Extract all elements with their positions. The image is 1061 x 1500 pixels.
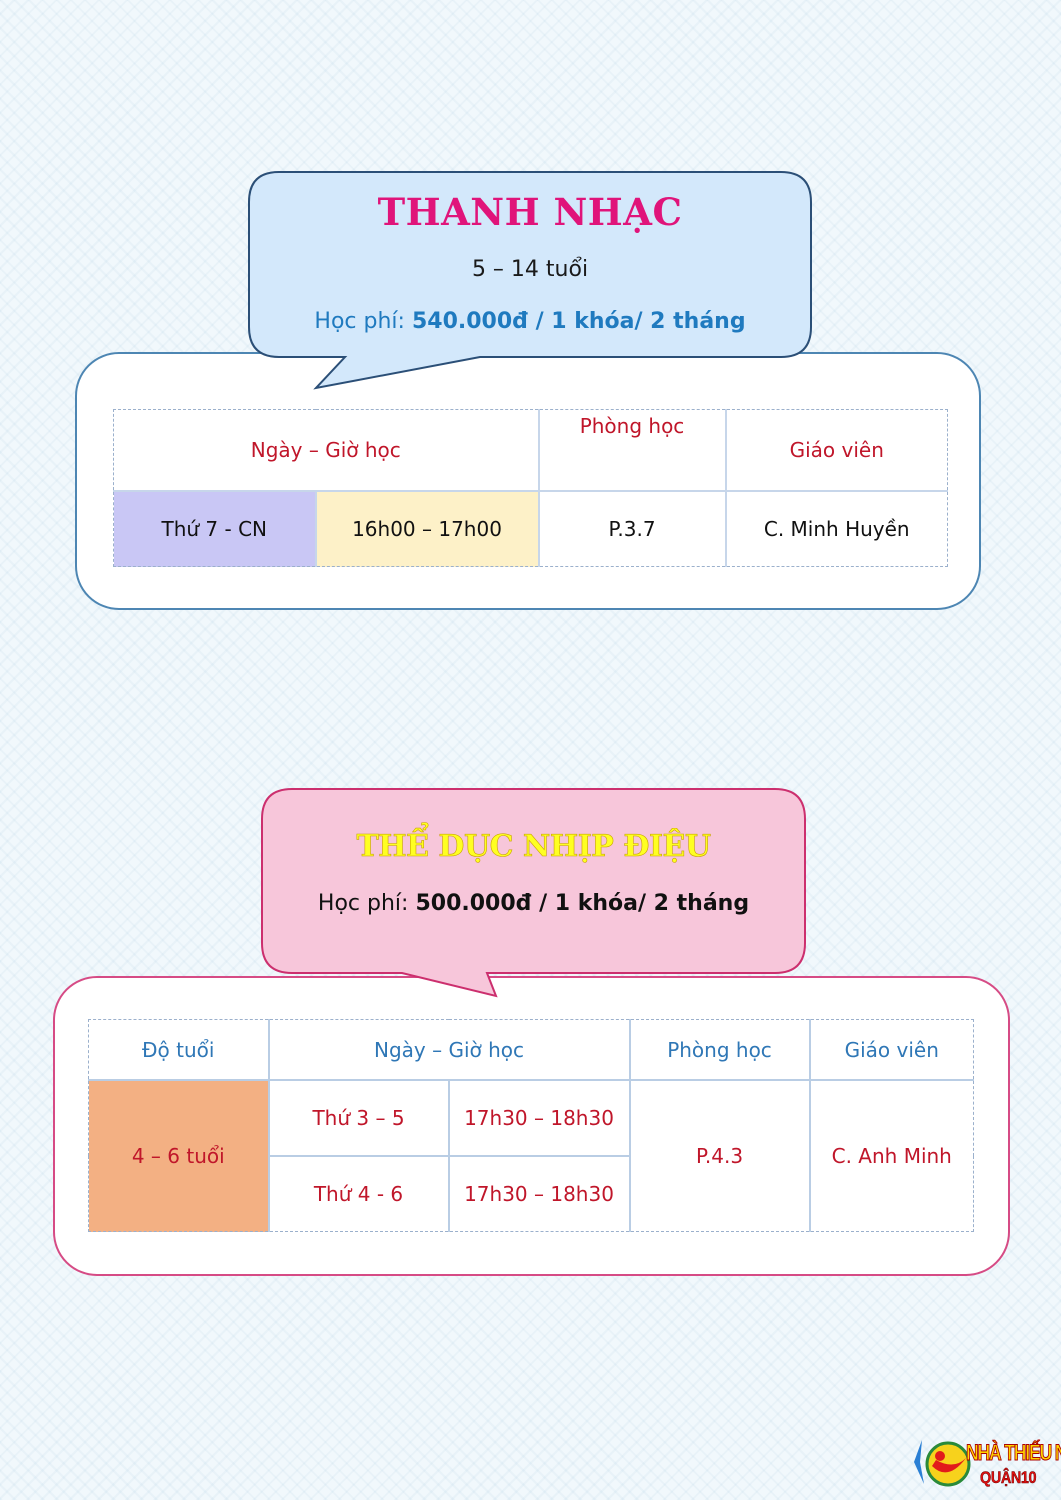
header-room: Phòng học <box>537 409 727 492</box>
cell-room: P.3.7 <box>537 490 727 567</box>
header-room: Phòng học <box>628 1019 811 1081</box>
header-teacher: Giáo viên <box>808 1019 974 1081</box>
fee-value: 540.000đ / 1 khóa/ 2 tháng <box>411 309 746 334</box>
cell-time: 17h30 – 18h30 <box>447 1155 631 1232</box>
cell-days: Thứ 3 – 5 <box>267 1079 450 1157</box>
cell-time: 16h00 – 17h00 <box>314 490 540 567</box>
fee-label: Học phí: <box>314 309 412 334</box>
the-duc-schedule-table: Độ tuổi Ngày – Giờ học Phòng học Giáo vi… <box>88 1019 974 1232</box>
cell-time: 17h30 – 18h30 <box>447 1079 631 1157</box>
header-age: Độ tuổi <box>88 1019 270 1081</box>
thanh-nhac-fee: Học phí: 540.000đ / 1 khóa/ 2 tháng <box>249 309 811 334</box>
thanh-nhac-age: 5 – 14 tuổi <box>471 257 589 282</box>
the-duc-bubble <box>261 788 806 998</box>
cell-age: 4 – 6 tuổi <box>88 1079 270 1232</box>
cell-days: Thứ 4 - 6 <box>267 1155 450 1232</box>
thanh-nhac-bubble <box>248 171 812 390</box>
table-row: Thứ 4 - 6 17h30 – 18h30 <box>89 1155 974 1232</box>
table-header-row: Ngày – Giờ học Phòng học Giáo viên <box>113 409 948 492</box>
header-schedule: Ngày – Giờ học <box>113 409 540 492</box>
thanh-nhac-title: THANH NHẠC <box>377 190 683 234</box>
cell-teacher: C. Anh Minh <box>808 1079 974 1232</box>
fee-value: 500.000đ / 1 khóa/ 2 tháng <box>415 891 750 916</box>
table-row: 4 – 6 tuổi Thứ 3 – 5 17h30 – 18h30 P.4.3… <box>88 1079 974 1232</box>
cell-teacher: C. Minh Huyền <box>724 490 948 567</box>
cell-room: P.4.3 <box>628 1079 811 1232</box>
logo-emblem <box>914 1440 971 1487</box>
table-header-row: Độ tuổi Ngày – Giờ học Phòng học Giáo vi… <box>88 1019 974 1081</box>
the-duc-fee: Học phí: 500.000đ / 1 khóa/ 2 tháng <box>262 891 805 916</box>
fee-label: Học phí: <box>317 891 416 916</box>
header-teacher: Giáo viên <box>724 409 948 492</box>
the-duc-title: THỂ DỤC NHỊP ĐIỆU <box>356 829 711 865</box>
header-schedule: Ngày – Giờ học <box>267 1019 631 1081</box>
cell-days: Thứ 7 - CN <box>113 490 317 567</box>
logo-text: NHÀ THIẾU NHI <box>966 1440 1061 1466</box>
thanh-nhac-schedule-table: Ngày – Giờ học Phòng học Giáo viên Thứ 7… <box>113 409 948 567</box>
table-row: Thứ 7 - CN 16h00 – 17h00 P.3.7 C. Minh H… <box>113 490 948 567</box>
logo-subtext: QUẬN10 <box>980 1468 1037 1488</box>
